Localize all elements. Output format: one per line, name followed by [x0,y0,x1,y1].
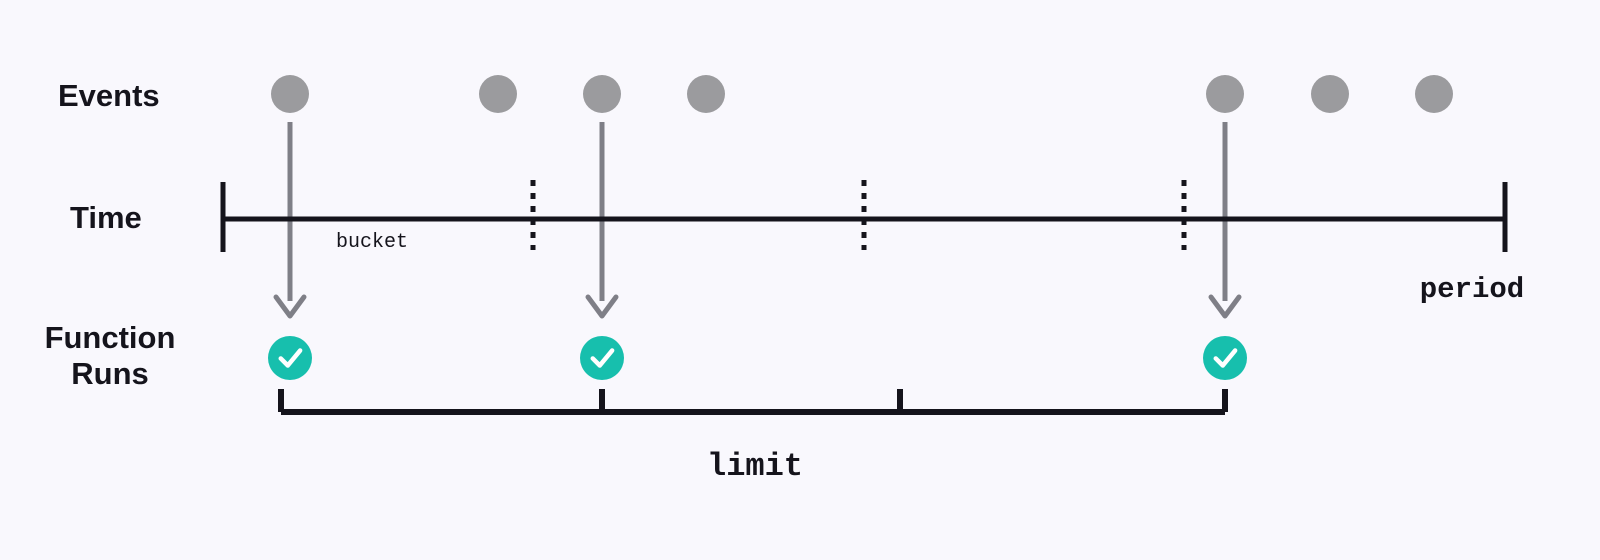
function-runs-row: Function Runs limit [45,320,1247,485]
arrow-head [585,294,619,319]
check-icon [590,348,615,368]
check-icon [278,348,303,368]
event-dot-1 [271,75,309,113]
function-runs-row-label-line-2: Runs [71,356,149,391]
function-run-3 [1203,336,1247,380]
limit-bracket [278,389,1228,415]
check-icon [1213,348,1238,368]
events-row: Events [58,75,1453,113]
arrow-head [273,294,307,319]
success-badge [580,336,624,380]
events-row-label: Events [58,78,160,113]
arrow-head [1208,294,1242,319]
event-dot-group [271,75,1453,113]
event-dot-7 [1415,75,1453,113]
event-dot-5 [1206,75,1244,113]
limit-label: limit [707,448,803,485]
event-to-run-arrow-1 [273,122,307,319]
event-dot-6 [1311,75,1349,113]
bucket-label: bucket [336,231,408,254]
period-label: period [1420,273,1524,306]
time-row: Time bucket period [70,180,1524,306]
time-row-label: Time [70,200,142,235]
event-dot-3 [583,75,621,113]
event-to-run-arrow-2 [585,122,619,319]
event-dot-4 [687,75,725,113]
function-run-1 [268,336,312,380]
event-to-run-arrow-group [273,122,1242,319]
event-dot-2 [479,75,517,113]
function-run-group [268,336,1247,380]
success-badge [268,336,312,380]
success-badge [1203,336,1247,380]
function-runs-row-label-line-1: Function [45,320,176,355]
event-to-run-arrow-3 [1208,122,1242,319]
function-run-2 [580,336,624,380]
